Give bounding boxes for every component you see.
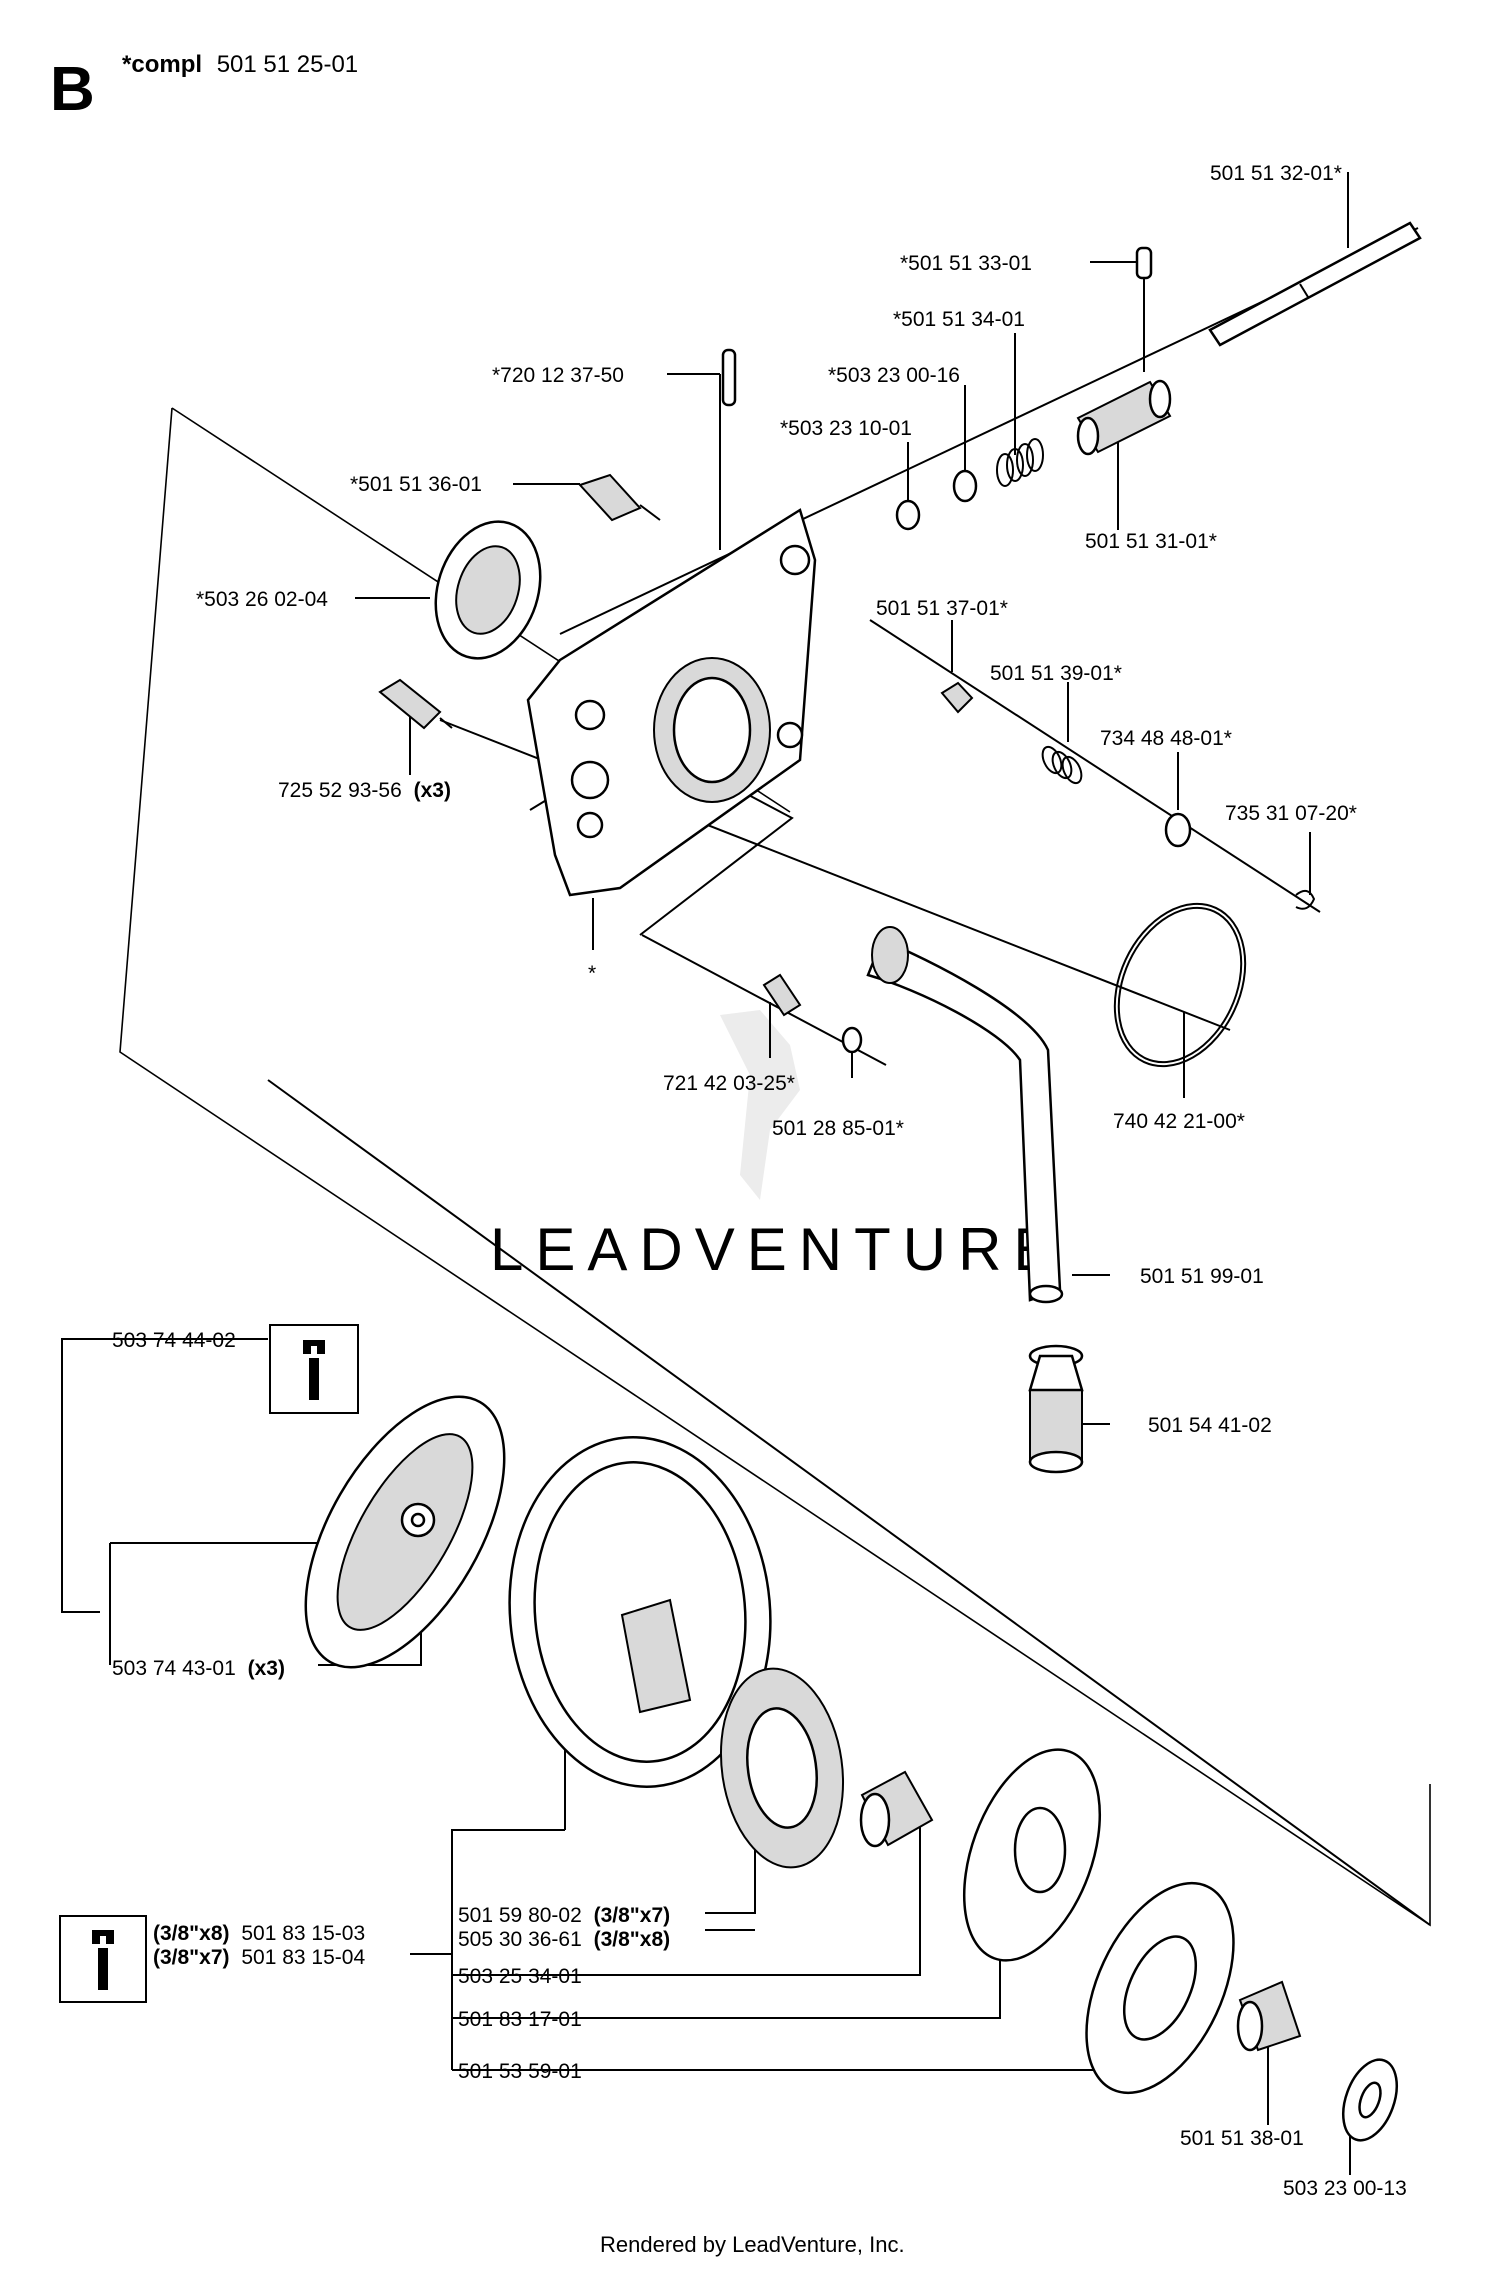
- footer-credit: Rendered by LeadVenture, Inc.: [600, 2232, 905, 2257]
- roll-pin-part: [721, 348, 737, 407]
- assembly-compl-label: *compl 501 51 25-01: [122, 51, 358, 78]
- assembly-outline: [119, 407, 1431, 1927]
- label-501513401: *501 51 34-01: [893, 308, 1025, 331]
- nut-part: [1236, 1980, 1302, 2052]
- label-720123750: *720 12 37-50: [492, 364, 624, 387]
- label-501513801: 501 51 38-01: [1180, 2127, 1304, 2150]
- label-725529356-qty: (x3): [414, 779, 451, 802]
- label-501519901: 501 51 99-01: [1140, 1265, 1264, 1288]
- label-721420325: 721 42 03-25*: [663, 1072, 795, 1095]
- clutch-cover-housing: [526, 508, 817, 897]
- label-501831503-number: 501 83 15-03: [241, 1922, 365, 1945]
- label-501288501: 501 28 85-01*: [772, 1117, 904, 1140]
- sleeve-part: [762, 973, 802, 1017]
- label-505303661-number: 505 30 36-61: [458, 1928, 582, 1951]
- label-501598002-number: 501 59 80-02: [458, 1904, 582, 1927]
- label-503744402: 503 74 44-02: [112, 1329, 236, 1352]
- label-725529356: 725 52 93-56 (x3): [278, 779, 451, 802]
- washer-part-d: [841, 1026, 863, 1054]
- label-503230013: 503 23 00-13: [1283, 2177, 1407, 2200]
- label-501831504: (3/8"x7) 501 83 15-04: [153, 1946, 365, 1969]
- compl-prefix: *compl: [122, 51, 202, 78]
- washer-part-b: [895, 499, 921, 531]
- label-740422100: 740 42 21-00*: [1113, 1110, 1245, 1133]
- wrench-icon-lower: [59, 1915, 147, 2003]
- large-washer-part: [962, 1748, 1102, 1962]
- label-503744301: 503 74 43-01 (x3): [112, 1657, 285, 1680]
- label-501513901: 501 51 39-01*: [990, 662, 1122, 685]
- plug-part: [940, 681, 974, 714]
- wrench-icon: [269, 1324, 359, 1414]
- label-501831503-spec: (3/8"x8): [153, 1922, 230, 1945]
- label-501598002: 501 59 80-02 (3/8"x7): [458, 1904, 670, 1927]
- label-735310720: 735 31 07-20*: [1225, 802, 1357, 825]
- worm-gear-part: [1076, 379, 1172, 456]
- label-503260204: *503 26 02-04: [196, 588, 328, 611]
- oil-filter-part: [1028, 1344, 1084, 1474]
- label-503744301-number: 503 74 43-01: [112, 1657, 236, 1680]
- label-501513601: *501 51 36-01: [350, 473, 482, 496]
- rim-sprocket-part: [719, 1667, 845, 1869]
- label-503230016: *503 23 00-16: [828, 364, 960, 387]
- label-501544102: 501 54 41-02: [1148, 1414, 1272, 1437]
- label-505303661-spec: (3/8"x8): [594, 1928, 671, 1951]
- label-725529356-number: 725 52 93-56: [278, 779, 402, 802]
- seal-ring-part: [434, 520, 542, 660]
- needle-bearing-part: [859, 1770, 934, 1848]
- circlip-part: [1295, 889, 1316, 910]
- thin-washer-part: [1085, 1881, 1235, 2095]
- shaft-part: [1208, 221, 1422, 347]
- bolt-part: [378, 678, 453, 730]
- spring-part: [996, 438, 1044, 487]
- label-501535901: 501 53 59-01: [458, 2060, 582, 2083]
- label-501513201: 501 51 32-01*: [1210, 162, 1342, 185]
- label-501831504-spec: (3/8"x7): [153, 1946, 230, 1969]
- label-503231001: *503 23 10-01: [780, 417, 912, 440]
- watermark-text: LEADVENTURE: [490, 1216, 1065, 1283]
- adjust-screw-part: [578, 473, 661, 522]
- label-501513101: 501 51 31-01*: [1085, 530, 1217, 553]
- label-501598002-spec: (3/8"x7): [594, 1904, 671, 1927]
- compl-number: 501 51 25-01: [217, 51, 358, 78]
- clutch-drum-part: [508, 1436, 772, 1788]
- pin-part: [1135, 246, 1153, 280]
- watermark-logo-icon: [720, 1010, 800, 1200]
- label-505303661: 505 30 36-61 (3/8"x8): [458, 1928, 670, 1951]
- label-503744301-qty: (x3): [248, 1657, 285, 1680]
- washer-part-a: [952, 469, 978, 503]
- label-503253401: 503 25 34-01: [458, 1965, 582, 1988]
- clutch-assembly-part: [304, 1395, 506, 1669]
- small-spring-part: [1041, 745, 1083, 785]
- label-501831701: 501 83 17-01: [458, 2008, 582, 2031]
- o-ring-part: [1113, 902, 1247, 1068]
- label-501831504-number: 501 83 15-04: [241, 1946, 365, 1969]
- section-letter: B: [50, 55, 95, 124]
- washer-part-c: [1164, 812, 1192, 848]
- label-501513701: 501 51 37-01*: [876, 597, 1008, 620]
- label-star: *: [588, 962, 596, 985]
- label-501831503: (3/8"x8) 501 83 15-03: [153, 1922, 365, 1945]
- end-washer-part: [1342, 2058, 1398, 2142]
- watermark: LEADVENTURE: [490, 1010, 1065, 1283]
- oil-pipe-part: [866, 926, 1064, 1304]
- label-501513301: *501 51 33-01: [900, 252, 1032, 275]
- label-734484801: 734 48 48-01*: [1100, 727, 1232, 750]
